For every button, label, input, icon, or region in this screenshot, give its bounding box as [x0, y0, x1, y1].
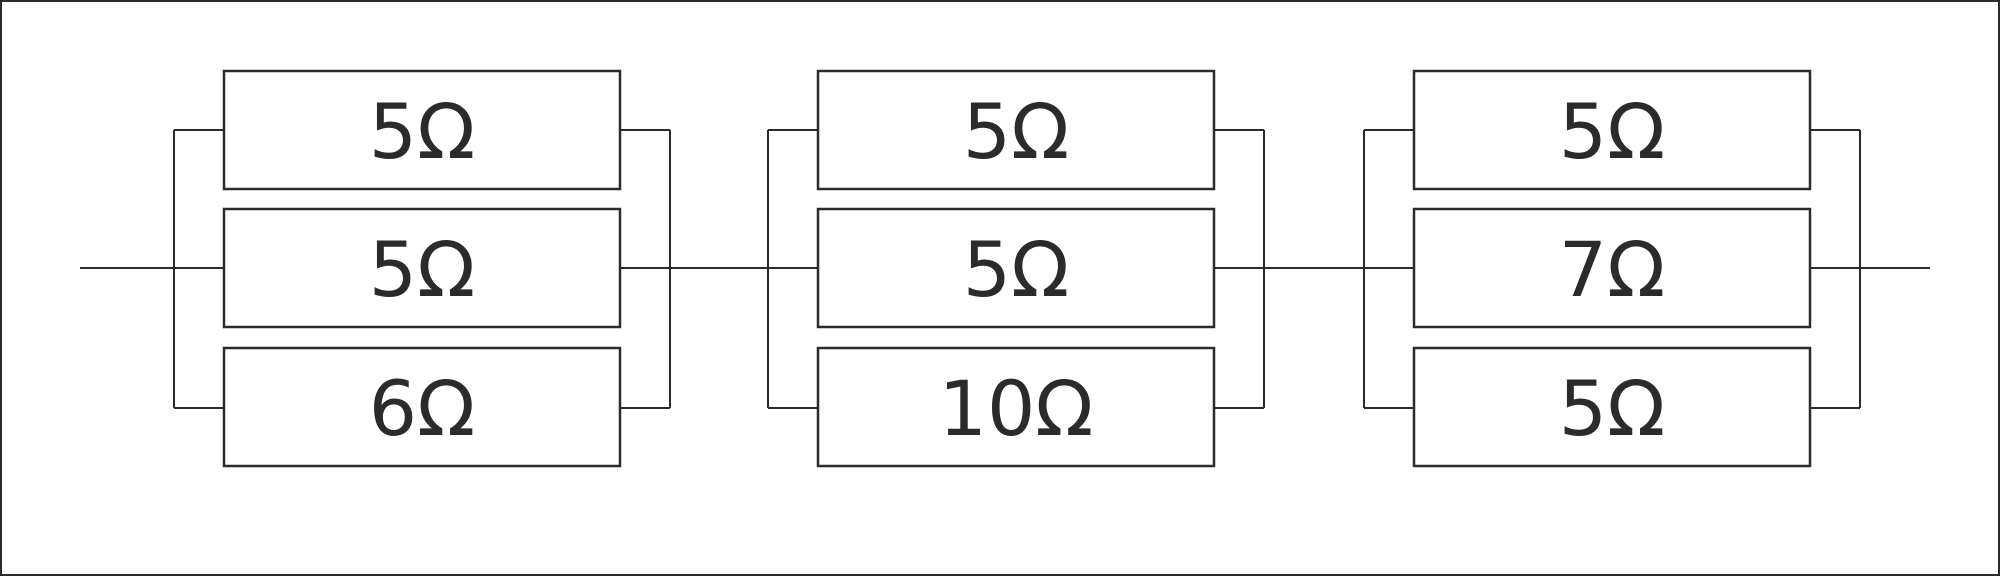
resistor-label: 5Ω — [1559, 364, 1665, 453]
resistor-2: 5Ω — [768, 207, 1264, 329]
resistor-body — [1412, 346, 1812, 468]
resistor-label: 7Ω — [1559, 225, 1665, 314]
resistor-2: 7Ω — [1364, 207, 1860, 329]
parallel-group-3: 5Ω 7Ω 5Ω — [1363, 69, 1861, 468]
resistor-label: 5Ω — [963, 225, 1069, 314]
resistor-body — [222, 207, 622, 329]
resistor-label: 5Ω — [1559, 87, 1665, 176]
resistor-body — [222, 346, 622, 468]
parallel-group-2: 5Ω 5Ω 10Ω — [767, 69, 1265, 468]
resistor-body — [1412, 207, 1812, 329]
resistor-body — [816, 69, 1216, 191]
resistor-label: 10Ω — [939, 364, 1094, 453]
resistor-2: 5Ω — [174, 207, 670, 329]
resistor-body — [816, 346, 1216, 468]
resistor-3: 5Ω — [1364, 346, 1860, 468]
resistor-body — [1412, 69, 1812, 191]
resistor-label: 5Ω — [369, 87, 475, 176]
resistor-label: 6Ω — [369, 364, 475, 453]
parallel-group-1: 5Ω 5Ω 6Ω — [173, 69, 671, 468]
resistor-body — [222, 69, 622, 191]
resistor-3: 6Ω — [174, 346, 670, 468]
resistor-1: 5Ω — [174, 69, 670, 191]
resistor-1: 5Ω — [768, 69, 1264, 191]
resistor-1: 5Ω — [1364, 69, 1860, 191]
resistor-body — [816, 207, 1216, 329]
resistor-3: 10Ω — [768, 346, 1264, 468]
resistor-label: 5Ω — [369, 225, 475, 314]
resistor-label: 5Ω — [963, 87, 1069, 176]
